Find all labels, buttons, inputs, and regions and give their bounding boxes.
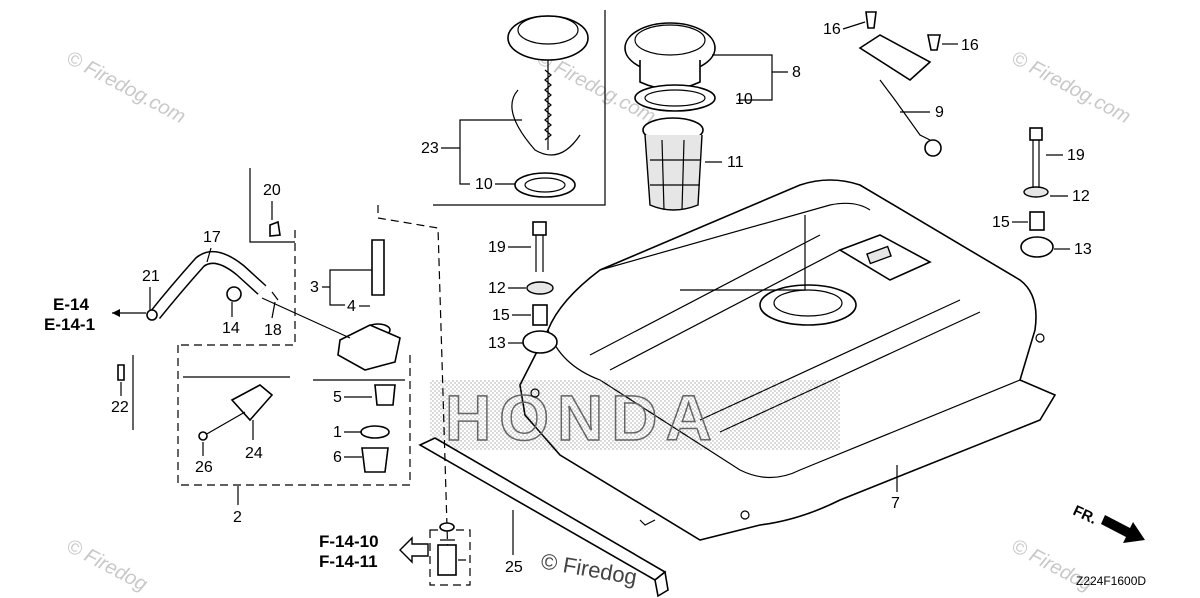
part-label-22: 22	[111, 399, 129, 416]
part-label-23: 23	[421, 140, 439, 157]
part-label-19a: 19	[1067, 147, 1085, 164]
part-label-20: 20	[263, 182, 281, 199]
part-label-6: 6	[333, 449, 342, 466]
part-label-2: 2	[233, 509, 242, 526]
part-label-18: 18	[264, 322, 282, 339]
honda-watermark: HONDA	[445, 382, 720, 454]
small-parts	[117, 220, 281, 441]
part-label-13a: 13	[1074, 241, 1092, 258]
part-label-8: 8	[792, 64, 801, 81]
fuel-tank: HONDA	[430, 179, 1057, 541]
front-label: FR.	[1070, 502, 1099, 528]
part-label-21: 21	[142, 268, 160, 285]
part-label-19b: 19	[488, 239, 506, 256]
part-label-15b: 15	[492, 307, 510, 324]
front-marker: FR.	[1070, 502, 1145, 543]
part-labels: 1 2 3 4 5 6 7 8 9 10 10 11 12 12 13 13 1…	[111, 21, 1092, 576]
part-label-9: 9	[935, 104, 944, 121]
reference-e-14: E-14	[53, 295, 89, 314]
part-label-25: 25	[505, 559, 523, 576]
part-label-4: 4	[347, 298, 356, 315]
part-label-11: 11	[727, 154, 744, 171]
part-label-26: 26	[195, 459, 213, 476]
part-label-7: 7	[891, 495, 900, 512]
reference-f-14-11: F-14-11	[319, 552, 378, 571]
part-label-12b: 12	[488, 280, 506, 297]
fuel-cap-with-chain	[507, 15, 589, 198]
part-label-12a: 12	[1072, 188, 1090, 205]
diagram-code: Z224F1600D	[1076, 574, 1146, 588]
part-label-1: 1	[333, 424, 342, 441]
part-label-24: 24	[245, 445, 263, 462]
watermark-bottom-left: © Firedog	[63, 535, 151, 596]
part-label-3: 3	[310, 279, 319, 296]
fuel-strainer	[642, 117, 704, 211]
fuel-hose	[146, 251, 351, 339]
part-label-16a: 16	[823, 21, 841, 38]
fuel-cap-8	[624, 22, 716, 112]
part-label-16b: 16	[961, 37, 979, 54]
part-label-15a: 15	[992, 214, 1010, 231]
guard-strip	[418, 437, 669, 598]
part-label-5: 5	[333, 389, 342, 406]
reference-labels: E-14 E-14-1 F-14-10 F-14-11	[44, 295, 457, 576]
watermark-top-left: © Firedog.com	[63, 47, 189, 128]
reference-e-14-1: E-14-1	[44, 315, 95, 334]
reference-f-14-10: F-14-10	[319, 532, 379, 551]
part-label-17: 17	[203, 229, 221, 246]
fuel-cock	[337, 239, 401, 473]
part-label-14: 14	[222, 320, 240, 337]
reference-arrow-icon	[399, 536, 429, 564]
part-label-10b: 10	[475, 176, 493, 193]
honda-watermark-pattern	[430, 380, 840, 450]
mount-right	[1020, 127, 1054, 258]
fuel-gauge	[858, 11, 942, 157]
mount-left	[522, 221, 558, 354]
watermark-top-right: © Firedog.com	[1008, 47, 1134, 128]
part-label-10a: 10	[735, 91, 753, 108]
front-arrow-icon	[1101, 515, 1145, 543]
part-label-13b: 13	[488, 335, 506, 352]
